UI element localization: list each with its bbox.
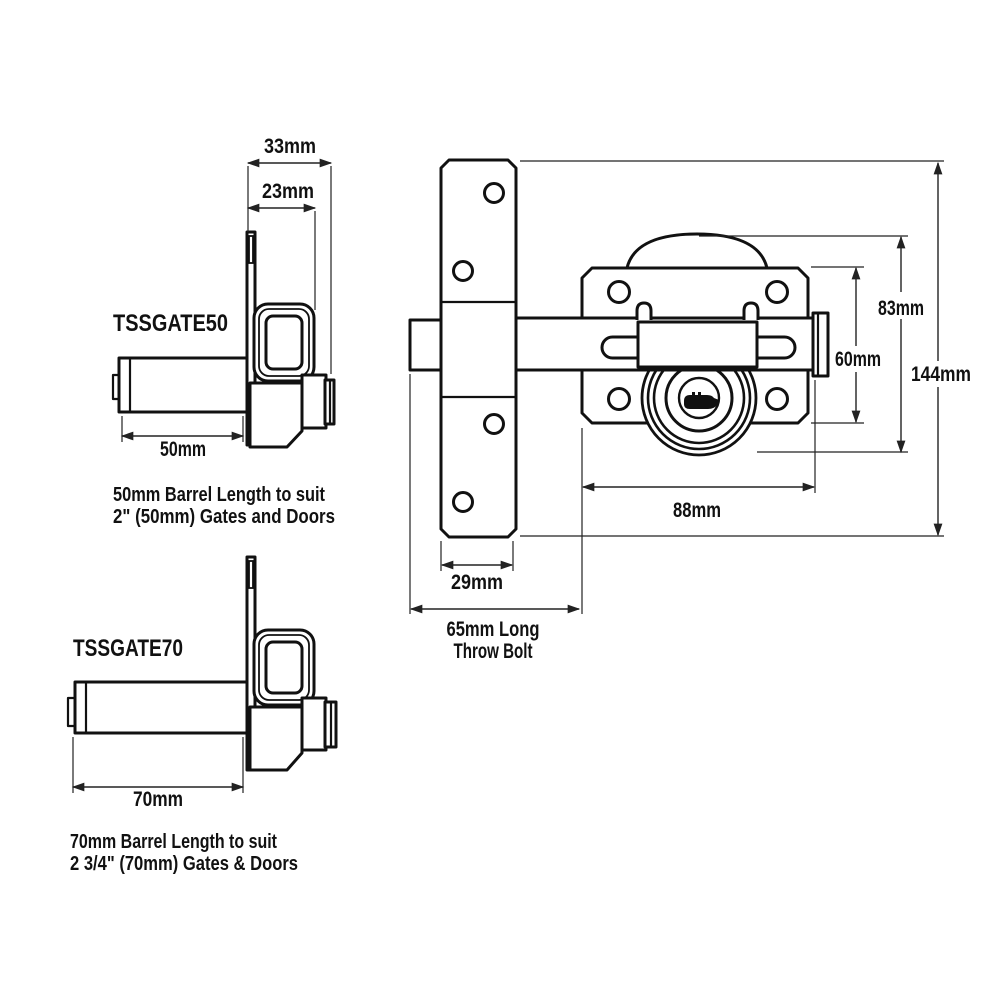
caption-70-line1: 70mm Barrel Length to suit: [70, 831, 277, 853]
bolt-guide-loop-50: [252, 302, 316, 383]
dim-33mm-label: 33mm: [264, 135, 316, 158]
dim-50mm-label: 50mm: [160, 438, 206, 461]
keyhole-icon: [684, 392, 719, 409]
dim-60mm-label: 60mm: [835, 348, 881, 371]
barrel-50: [111, 356, 250, 414]
dim-65mm-label-line1: 65mm Long: [447, 618, 540, 641]
dim-65mm: 65mm Long Throw Bolt: [409, 374, 581, 663]
side-view-tssgate70: TSSGATE70 70mm 70mm Barrel Length to sui…: [66, 555, 338, 875]
front-view: 144mm 83mm 60mm 88mm: [408, 158, 978, 663]
lock-cylinder: [640, 339, 758, 457]
dim-144mm: 144mm: [520, 160, 978, 537]
dim-88mm: 88mm: [581, 380, 816, 614]
dim-23mm-label: 23mm: [262, 180, 314, 203]
dim-29mm-label: 29mm: [451, 571, 503, 594]
bolt-tip: [408, 318, 443, 372]
dim-88mm-label: 88mm: [673, 499, 721, 522]
model-label-tssgate70: TSSGATE70: [73, 635, 183, 662]
dim-70mm-label: 70mm: [133, 788, 183, 811]
caption-50-line1: 50mm Barrel Length to suit: [113, 484, 325, 506]
bolt-guide-loop-70: [252, 628, 316, 707]
lock-body-dome: [625, 232, 769, 270]
dim-23mm: 23mm: [246, 180, 317, 310]
dim-83mm: 83mm: [699, 235, 932, 454]
keep-plate: [408, 158, 518, 539]
model-label-tssgate50: TSSGATE50: [113, 310, 228, 337]
dim-50mm: 50mm: [120, 416, 245, 461]
guide-posts: [635, 301, 760, 320]
dim-29mm: 29mm: [440, 541, 514, 594]
lock-housing-70: [248, 705, 304, 772]
dim-83mm-label: 83mm: [878, 297, 924, 320]
keep-plate-screw-holes: [452, 182, 505, 513]
dim-33mm: 33mm: [246, 135, 333, 374]
caption-70-line2: 2 3/4" (70mm) Gates & Doors: [70, 853, 298, 875]
side-view-tssgate50: TSSGATE50 33mm 23mm 50mm 50mm Barrel Len…: [111, 135, 336, 528]
cylinder-knob-70: [300, 696, 338, 752]
dim-70mm: 70mm: [71, 737, 245, 811]
barrel-70: [66, 680, 250, 735]
caption-50-line2: 2" (50mm) Gates and Doors: [113, 506, 335, 528]
lock-body-screw-holes: [607, 280, 789, 411]
bolt-end-cap: [811, 311, 830, 378]
dim-65mm-label-line2: Throw Bolt: [454, 640, 533, 663]
lock-housing-50: [248, 381, 304, 449]
bolt-guide-plate: [636, 320, 759, 369]
dim-144mm-label: 144mm: [911, 363, 971, 386]
dim-60mm: 60mm: [811, 266, 887, 424]
cylinder-knob-50: [300, 373, 336, 430]
